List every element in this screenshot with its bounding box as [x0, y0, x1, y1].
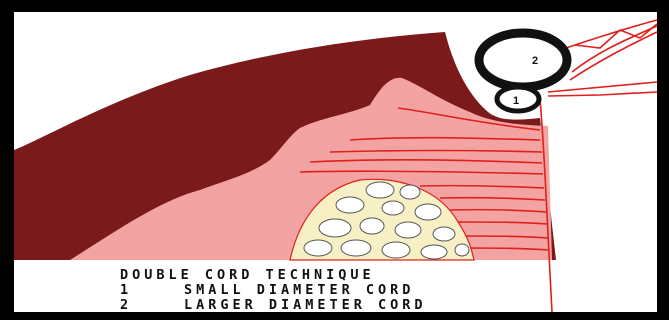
- caption-line-2-text: LARGER DIAMETER CORD: [184, 298, 427, 312]
- caption-line-2-number: 2: [120, 298, 132, 312]
- cord-2-label: 2: [532, 55, 538, 67]
- caption-line-1-text: SMALL DIAMETER CORD: [184, 283, 414, 297]
- cord-2-large: 2: [479, 33, 567, 87]
- cord-1-label: 1: [513, 95, 519, 107]
- caption-title: DOUBLE CORD TECHNIQUE: [120, 268, 375, 282]
- caption-line-1-number: 1: [120, 283, 132, 297]
- cord-1-small: 1: [497, 87, 539, 111]
